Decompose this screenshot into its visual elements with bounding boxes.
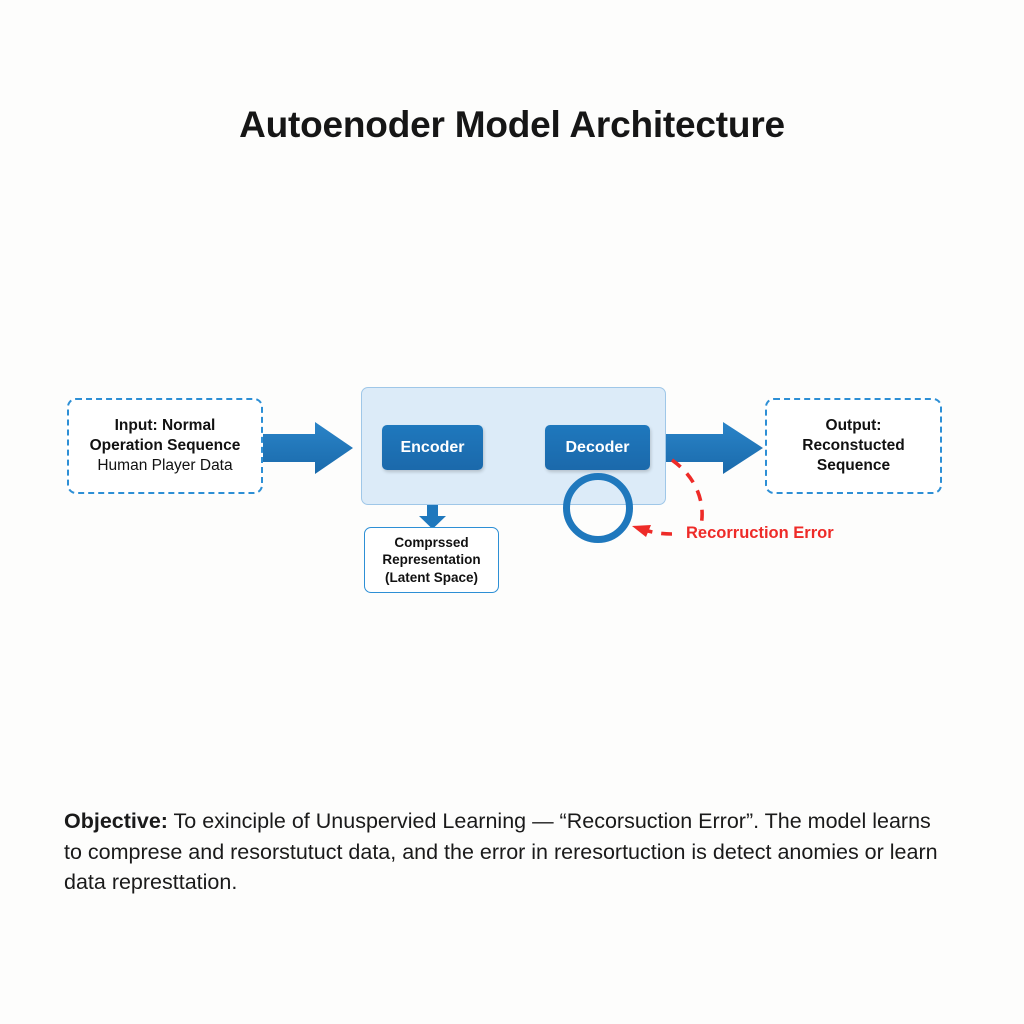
output-box-line1: Output: [825,416,882,434]
reconstruction-error-label: Recorruction Error [686,524,834,542]
input-box-line3: Human Player Data [97,457,233,475]
circle-ring-icon [563,473,633,543]
latent-box-line2: Representation [382,552,481,568]
decoder-label: Decoder [565,438,630,456]
objective-body: To exinciple of Unuspervied Learning — “… [64,809,938,895]
encoder-block[interactable]: Encoder [382,425,483,470]
decoder-block[interactable]: Decoder [545,425,650,470]
down-arrow-icon-latent-in [419,505,446,529]
right-arrow-icon-input [263,422,353,474]
latent-box-line3: (Latent Space) [384,569,479,585]
latent-box-line1: Comprssed [394,535,469,551]
latent-space-box[interactable]: Comprssed Representation (Latent Space) [364,527,499,593]
objective-text: Objective: To exinciple of Unuspervied L… [64,806,944,898]
objective-lead: Objective: [64,809,168,833]
page-title: Autoenoder Model Architecture [239,104,785,145]
input-box[interactable]: Input: Normal Operation Sequence Human P… [67,398,263,494]
input-box-line1: Input: Normal [114,416,216,434]
output-box-line2: Reconstucted [802,436,905,454]
input-box-line2: Operation Sequence [89,436,241,454]
encoder-label: Encoder [400,438,465,456]
output-box-line3: Sequence [816,457,891,475]
right-arrow-icon-output [666,422,763,474]
output-box[interactable]: Output: Reconstucted Sequence [765,398,942,494]
